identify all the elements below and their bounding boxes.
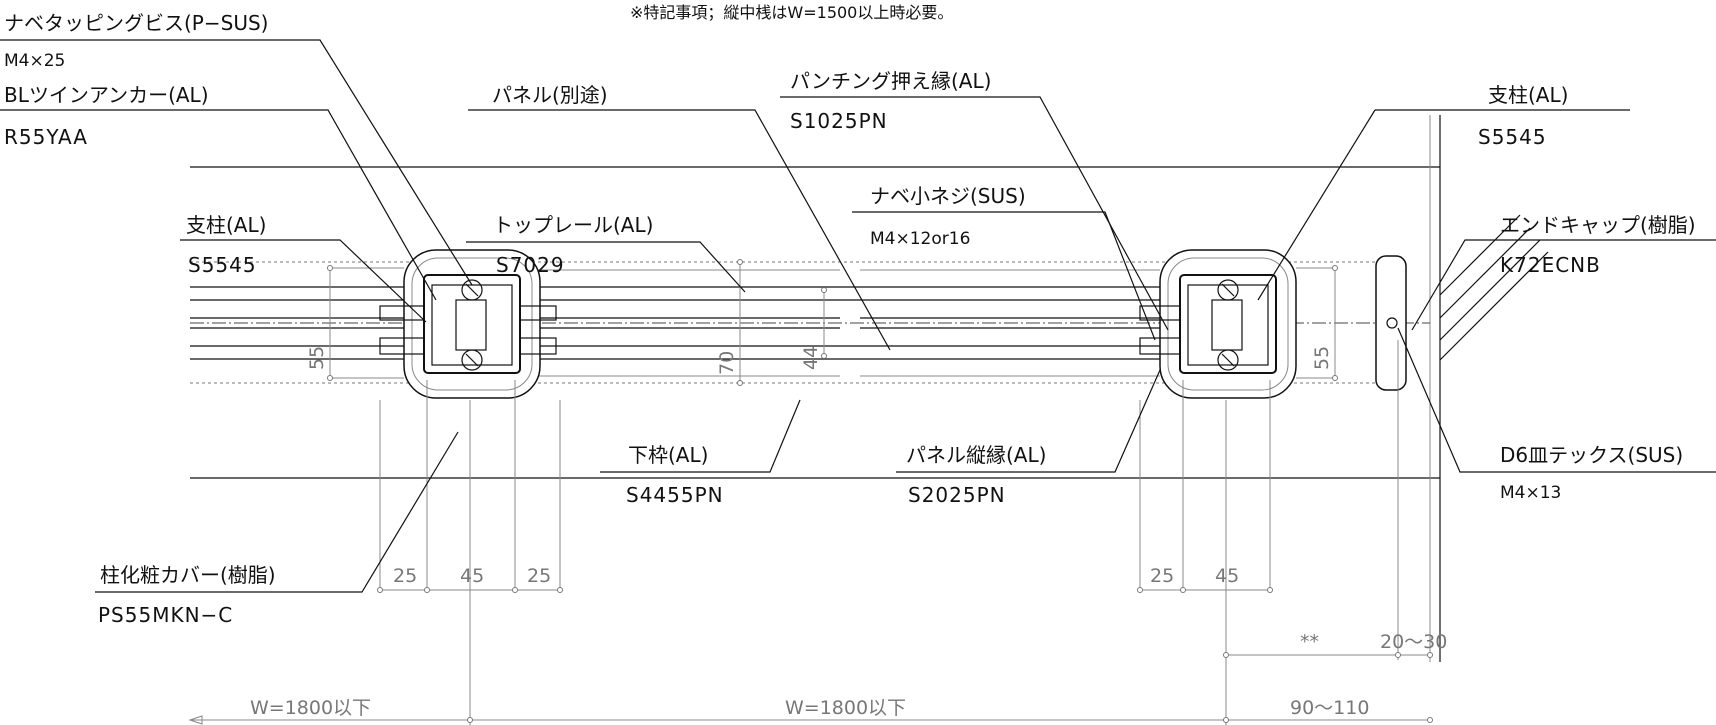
dim-left-post-height: 55 [306,346,328,370]
code-nabe-tapping: M4×25 [4,51,65,71]
reference-lines [190,261,1430,384]
code-end-cap: K72ECNB [1500,253,1601,277]
code-post-right: S5545 [1478,125,1547,149]
dim-w-left: W=1800以下 [250,697,371,719]
code-bl-anchor: R55YAA [4,125,88,149]
label-end-cap: エンドキャップ(樹脂) [1500,213,1696,237]
right-post [1139,249,1297,399]
label-post-cover: 柱化粧カバー(樹脂) [100,563,276,587]
vertical-dimensions [327,259,1338,386]
wall-lines [190,115,1549,662]
code-bottom-frame: S4455PN [626,483,724,507]
label-punching: パンチング押え縁(AL) [790,69,991,93]
dim-mid-height: 44 [800,346,822,370]
dim-left-25a: 25 [393,565,417,587]
end-cap [1375,255,1407,391]
label-nabe-screw: ナベ小ネジ(SUS) [870,184,1026,208]
dim-end-offset: 90〜110 [1290,697,1369,719]
label-d6-tex: D6皿テックス(SUS) [1500,443,1683,467]
label-panel-vertical: パネル縦縁(AL) [906,443,1046,467]
code-post-cover: PS55MKN−C [98,603,233,627]
special-note: ※特記事項；縦中桟はW=1500以上時必要。 [630,3,953,22]
right-bottom-dimensions [188,340,1433,725]
dim-top-rail-height: 70 [716,351,738,375]
code-top-rail: S7029 [496,253,565,277]
label-panel: パネル(別途) [492,83,608,107]
code-d6-tex: M4×13 [1500,483,1561,503]
dim-w-center: W=1800以下 [785,697,906,719]
label-nabe-tapping: ナベタッピングビス(P−SUS) [4,11,268,35]
left-post [379,249,557,399]
dim-end-gap: 20〜30 [1380,631,1447,653]
dim-double-star: ** [1300,631,1319,653]
label-post-right: 支柱(AL) [1488,83,1568,107]
dim-right-45: 45 [1215,565,1239,587]
leader-lines [0,39,1716,593]
label-post-left: 支柱(AL) [186,213,266,237]
dim-right-post-height: 55 [1311,346,1333,370]
code-post-left: S5545 [188,253,257,277]
dim-right-25: 25 [1150,565,1174,587]
code-nabe-screw: M4×12or16 [870,229,970,249]
label-bottom-frame: 下枠(AL) [628,443,708,467]
code-panel-vertical: S2025PN [908,483,1006,507]
dim-left-45: 45 [460,565,484,587]
code-punching: S1025PN [790,109,888,133]
dim-left-25b: 25 [527,565,551,587]
left-bottom-dimensions [377,380,563,725]
label-top-rail: トップレール(AL) [493,213,653,237]
label-bl-anchor: BLツインアンカー(AL) [4,83,209,107]
